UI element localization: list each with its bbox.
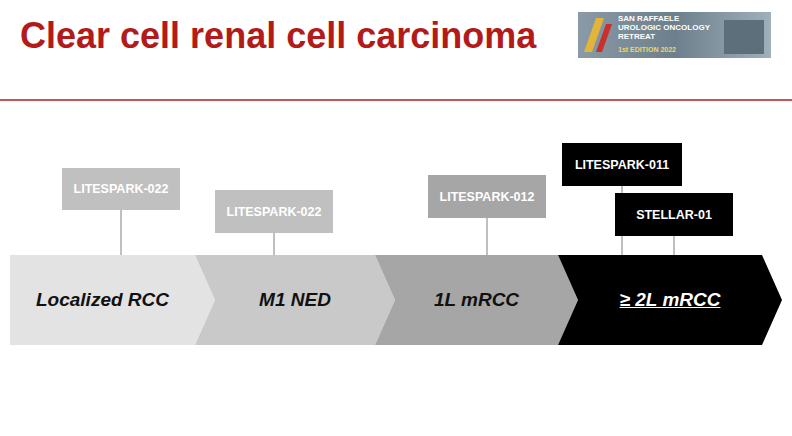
title-rule	[0, 99, 792, 101]
logo-text: RETREAT	[618, 32, 655, 41]
trial-name: LITESPARK-012	[440, 190, 535, 204]
leader-line	[274, 233, 275, 255]
trial-name: LITESPARK-022	[227, 205, 322, 219]
logo-text: 1st EDITION 2022	[618, 46, 676, 54]
chevron-fill	[558, 255, 782, 345]
stage-chevron: Localized RCC	[10, 255, 215, 345]
trial-name: STELLAR-01	[636, 208, 712, 222]
logo-building	[724, 20, 764, 54]
stage-label: M1 NED	[259, 289, 331, 311]
stage-chevron: 1L mRCC	[375, 255, 578, 345]
trial-box: LITESPARK-011	[562, 143, 682, 186]
trial-box: STELLAR-01	[615, 193, 733, 236]
trial-box: LITESPARK-022	[62, 168, 180, 210]
stage-label: 1L mRCC	[434, 289, 519, 311]
chevron-fill	[10, 255, 215, 345]
trial-box: LITESPARK-022	[215, 190, 333, 233]
trial-box: LITESPARK-012	[428, 175, 546, 218]
stage-label: ≥ 2L mRCC	[620, 289, 721, 311]
trial-name: LITESPARK-022	[74, 182, 169, 196]
leader-line	[487, 218, 488, 255]
chevron-fill	[195, 255, 395, 345]
stage-chevron: M1 NED	[195, 255, 395, 345]
logo-mark	[596, 24, 612, 52]
stage-chevron: ≥ 2L mRCC	[558, 255, 782, 345]
trial-name: LITESPARK-011	[575, 158, 669, 172]
logo-text: SAN RAFFAELE	[618, 14, 679, 23]
logo-text: UROLOGIC ONCOLOGY	[618, 23, 710, 32]
stage-label: Localized RCC	[36, 289, 169, 311]
slide-title: Clear cell renal cell carcinoma	[20, 12, 536, 60]
leader-line	[121, 210, 122, 255]
logo-banner	[578, 12, 771, 58]
leader-line	[674, 236, 675, 255]
chevron-fill	[375, 255, 578, 345]
